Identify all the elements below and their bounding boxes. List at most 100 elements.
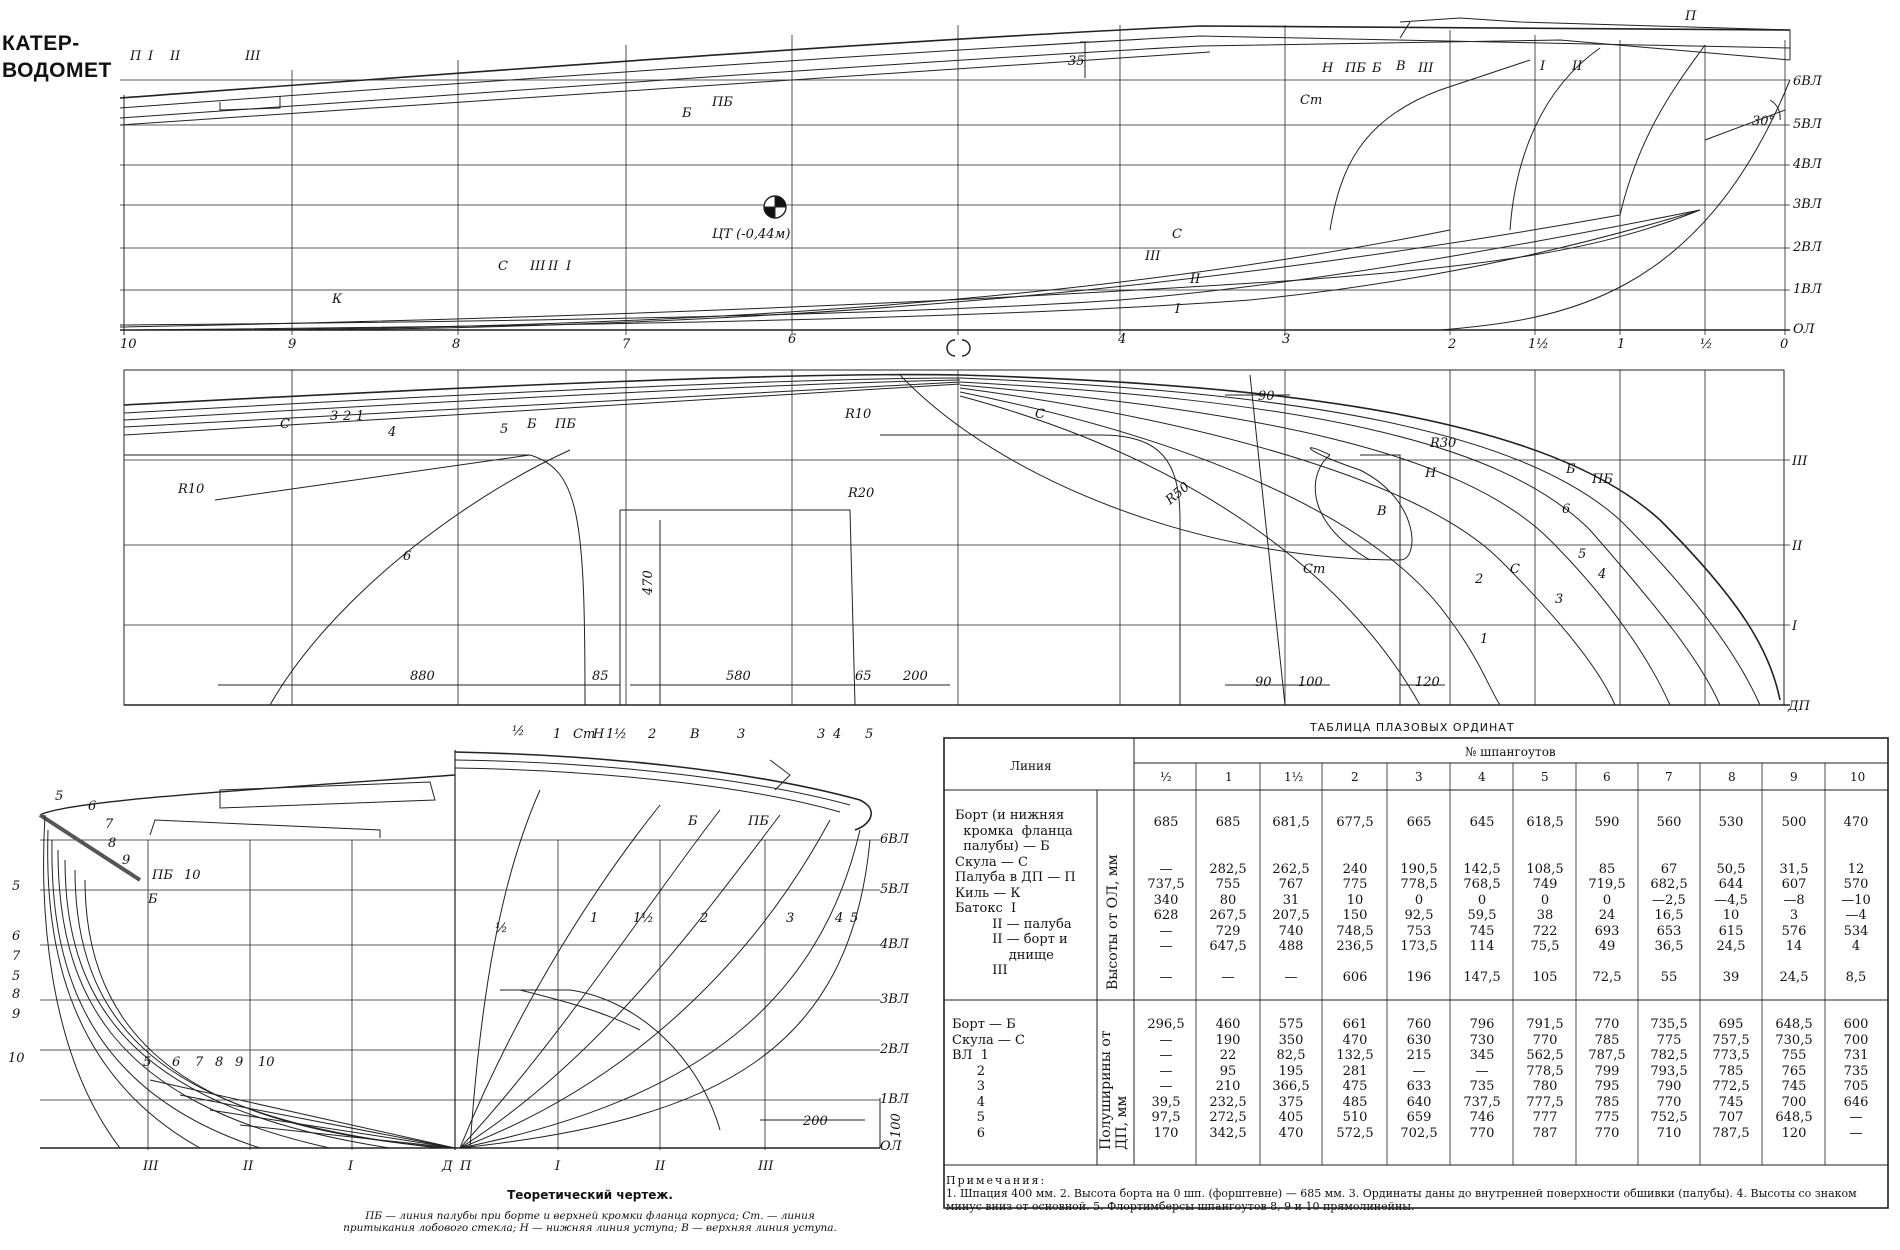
body-left-number: 7 bbox=[12, 949, 21, 964]
body-aft-label: Б bbox=[147, 892, 158, 907]
plan-line-label: 4 bbox=[387, 425, 396, 440]
body-frame-label: ПБ bbox=[747, 814, 769, 829]
body-top-label: В bbox=[689, 727, 700, 742]
drawing-title: КАТЕР- ВОДОМЕТ bbox=[2, 30, 112, 84]
body-bottom-label: II bbox=[654, 1159, 666, 1174]
plan-line-label: С bbox=[1510, 562, 1520, 577]
halfwidth-column: 770 785 787,5 799 795 785 775 770 bbox=[1588, 1017, 1626, 1141]
waterline-label: 4ВЛ bbox=[1792, 157, 1823, 172]
body-waterline-label: 6ВЛ bbox=[880, 832, 910, 847]
body-left-number: 9 bbox=[12, 1007, 20, 1022]
profile-line-label: I bbox=[565, 259, 572, 274]
waterline-label: ОЛ bbox=[1793, 322, 1816, 337]
body-top-label: 3 bbox=[817, 727, 825, 742]
heights-axis-label: Высоты от ОЛ, мм bbox=[1105, 854, 1121, 990]
plan-dim: 200 bbox=[902, 669, 928, 684]
title-line-1: КАТЕР- bbox=[2, 32, 80, 55]
waterline-label: 5ВЛ bbox=[1793, 117, 1823, 132]
body-aft-label: 8 bbox=[108, 836, 116, 851]
plan-line-label: Ст bbox=[1303, 562, 1325, 577]
drawing-caption: Теоретический чертеж. ПБ — линия палубы … bbox=[330, 1188, 850, 1234]
profile-line-label: III bbox=[1417, 61, 1434, 76]
caption-heading: Теоретический чертеж. bbox=[507, 1188, 673, 1202]
station-label: 7 bbox=[622, 337, 631, 352]
body-top-label: 1½ bbox=[606, 727, 627, 742]
station-label: 4 bbox=[1117, 332, 1126, 347]
body-top-label: 5 bbox=[865, 727, 873, 742]
frame-header: 1½ bbox=[1284, 770, 1304, 784]
frame-header: 8 bbox=[1728, 770, 1736, 784]
profile-view bbox=[119, 17, 1791, 335]
body-bottom-number: 7 bbox=[195, 1055, 204, 1070]
body-frame-label: 1½ bbox=[633, 911, 654, 926]
profile-line-label: Ст bbox=[1300, 93, 1322, 108]
plan-dim: 880 bbox=[410, 669, 435, 684]
notes-text: 1. Шпация 400 мм. 2. Высота борта на 0 ш… bbox=[946, 1187, 1857, 1213]
station-label: 3 bbox=[1282, 332, 1290, 347]
halfwidth-column: 796 730 345 — 735 737,5 746 770 bbox=[1463, 1017, 1501, 1141]
profile-line-label: I bbox=[1539, 59, 1546, 74]
frame-header: 4 bbox=[1478, 770, 1486, 784]
body-left-number: 5 bbox=[12, 969, 20, 984]
plan-dim: 90 bbox=[1255, 675, 1272, 690]
profile-line-label: С bbox=[1172, 227, 1182, 242]
halfwidth-column: 661 470 132,5 281 475 485 510 572,5 bbox=[1336, 1017, 1374, 1141]
table-col-frames: № шпангоутов bbox=[1465, 745, 1556, 759]
halfwidth-column: 735,5 775 782,5 793,5 790 770 752,5 710 bbox=[1650, 1017, 1688, 1141]
waterline-label: 1ВЛ bbox=[1793, 282, 1823, 297]
ordinates-table-grid bbox=[943, 737, 1889, 1209]
profile-line-label: П bbox=[1684, 9, 1697, 24]
plan-dim: 90 bbox=[1258, 389, 1275, 404]
body-frame-label: 1 bbox=[590, 911, 598, 926]
body-bottom-label: П bbox=[459, 1159, 472, 1174]
body-left-number: 8 bbox=[12, 987, 20, 1002]
angle-30: 30° bbox=[1752, 114, 1775, 129]
body-left-number: 6 bbox=[12, 929, 20, 944]
heights-column: 665 190,5 778,5 0 92,5 753 173,5 196 bbox=[1400, 815, 1438, 985]
plan-line-label: ПБ bbox=[554, 417, 576, 432]
frame-header: 9 bbox=[1790, 770, 1798, 784]
body-bottom-label: II bbox=[242, 1159, 254, 1174]
body-waterline-label: 1ВЛ bbox=[880, 1092, 910, 1107]
body-plan bbox=[38, 750, 881, 1150]
body-left-number: 10 bbox=[8, 1051, 25, 1066]
table-col-line: Линия bbox=[1010, 759, 1052, 773]
plan-line-label: 6 bbox=[1562, 502, 1570, 517]
plan-line-label: Б bbox=[526, 417, 537, 432]
body-bottom-number: 6 bbox=[172, 1055, 180, 1070]
profile-line-label: ПБ bbox=[1344, 61, 1366, 76]
profile-line-label: ПБ bbox=[711, 95, 733, 110]
station-label: 0 bbox=[1780, 337, 1788, 352]
body-frame-label: 2 bbox=[699, 911, 708, 926]
body-aft-label: 6 bbox=[88, 799, 96, 814]
plan-line-label: Н bbox=[1424, 466, 1437, 481]
heights-column: 590 85 719,5 0 24 693 49 72,5 bbox=[1588, 815, 1626, 985]
halfwidth-column: 760 630 215 — 633 640 659 702,5 bbox=[1400, 1017, 1438, 1141]
station-label: 10 bbox=[120, 337, 137, 352]
station-label: 6 bbox=[788, 332, 796, 347]
heights-column: 677,5 240 775 10 150 748,5 236,5 606 bbox=[1336, 815, 1374, 985]
station-label: 8 bbox=[452, 337, 460, 352]
halfwidths-axis-label: Полуширины от ДП, мм bbox=[1098, 1030, 1130, 1150]
profile-line-label: III bbox=[529, 259, 546, 274]
station-label: 1½ bbox=[1528, 337, 1549, 352]
body-bottom-label: I bbox=[554, 1159, 561, 1174]
halfwidth-column: 695 757,5 773,5 785 772,5 745 707 787,5 bbox=[1712, 1017, 1750, 1141]
halfwidth-column: 600 700 731 735 705 646 — — bbox=[1843, 1017, 1869, 1141]
heights-column: 685 — 737,5 340 628 — — — bbox=[1147, 815, 1185, 985]
plan-buttock-label: ДП bbox=[1787, 699, 1811, 714]
profile-line-label: II bbox=[1571, 59, 1583, 74]
halfwidth-column: 791,5 770 562,5 778,5 780 777,5 777 787 bbox=[1526, 1017, 1564, 1141]
frame-header: 7 bbox=[1665, 770, 1673, 784]
waterline-label: 6ВЛ bbox=[1793, 74, 1823, 89]
plan-radius: R30 bbox=[1429, 436, 1456, 451]
profile-line-label: III bbox=[1144, 249, 1161, 264]
body-frame-label: 3 bbox=[786, 911, 794, 926]
plan-line-label: ПБ bbox=[1591, 472, 1613, 487]
body-dim-200: 200 bbox=[802, 1114, 828, 1129]
profile-line-label: I bbox=[147, 49, 154, 64]
profile-line-label: В bbox=[1395, 59, 1406, 74]
body-frame-label: 5 bbox=[850, 911, 858, 926]
heights-column: 645 142,5 768,5 0 59,5 745 114 147,5 bbox=[1463, 815, 1501, 985]
title-line-2: ВОДОМЕТ bbox=[2, 59, 112, 82]
